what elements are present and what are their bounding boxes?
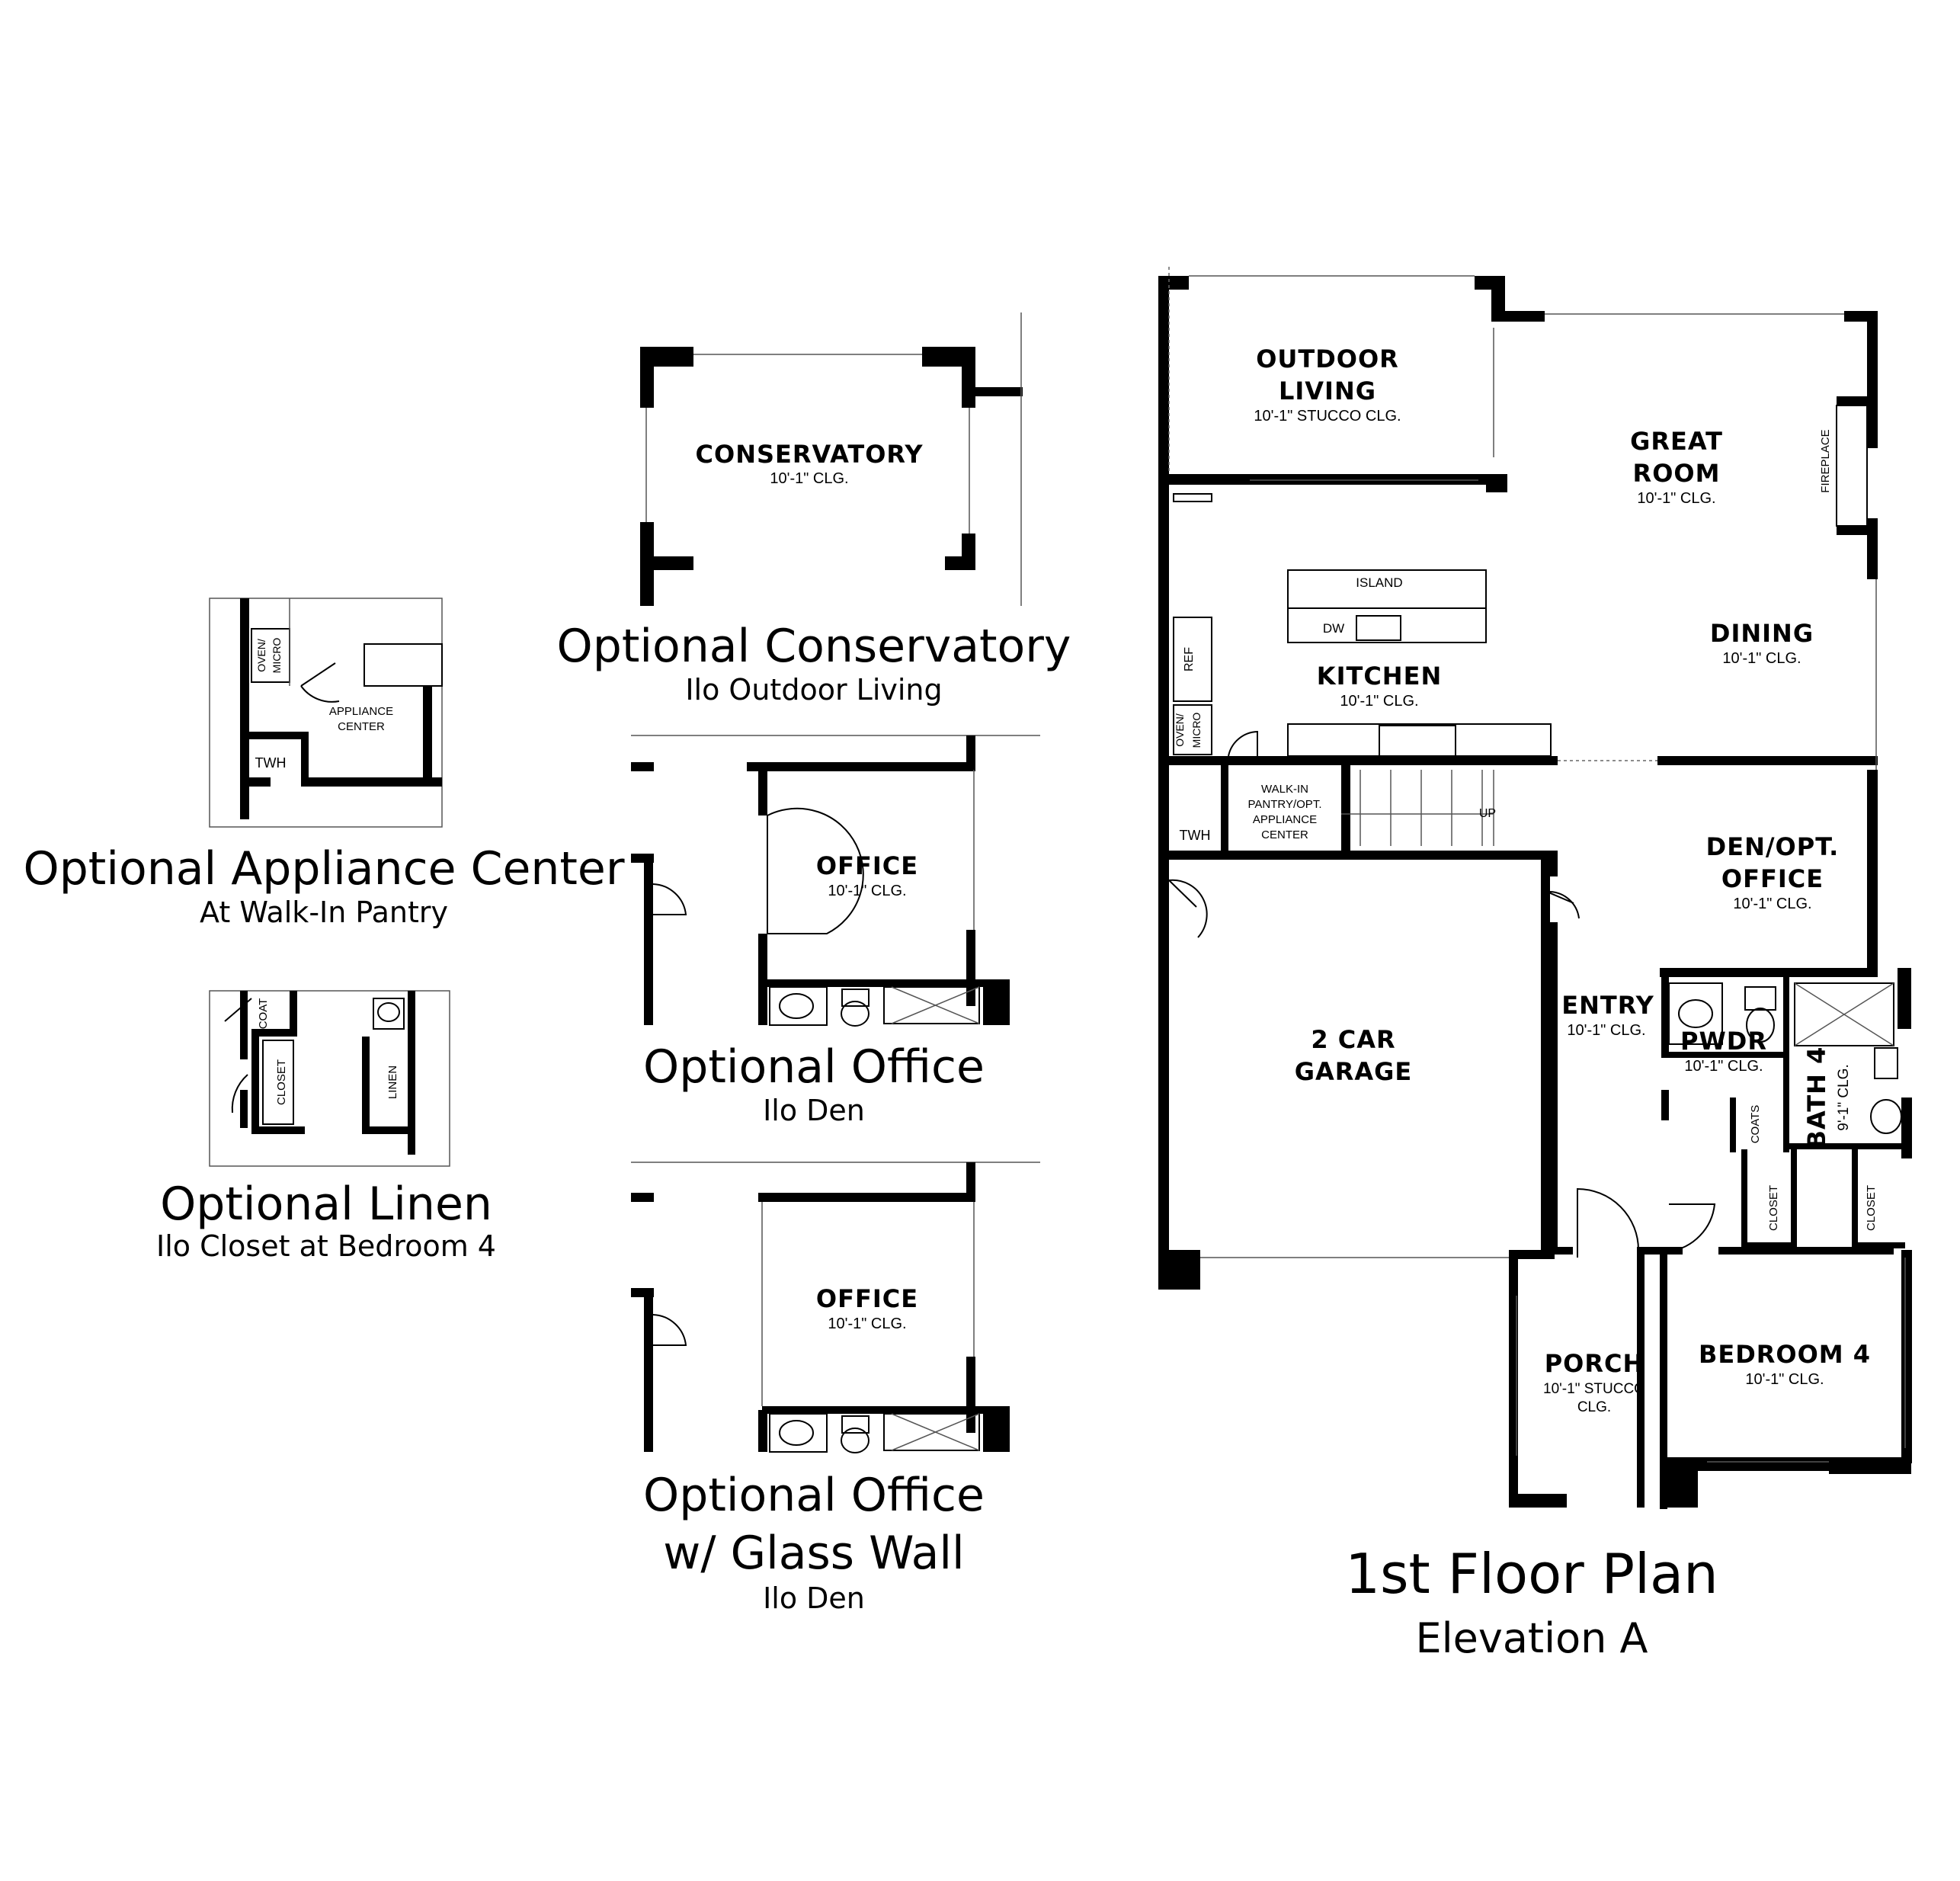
appliance-title: Optional Appliance Center — [23, 842, 624, 896]
pantry-label-4: CENTER — [1261, 828, 1308, 841]
office-glass-label: OFFICE — [816, 1284, 918, 1313]
entry-label: ENTRY — [1561, 991, 1654, 1020]
fireplace-label: FIREPLACE — [1819, 429, 1832, 492]
great-room-label-1: GREAT — [1630, 427, 1723, 456]
stair — [1341, 770, 1494, 846]
oven-label: OVEN/ — [1174, 713, 1186, 747]
conservatory-title: Optional Conservatory — [557, 620, 1071, 673]
linen-coat-label: COAT — [257, 998, 270, 1030]
office-clg: 10'-1" CLG. — [828, 883, 906, 899]
conservatory-subtitle: Ilo Outdoor Living — [685, 673, 942, 707]
den-label-1: DEN/OPT. — [1706, 832, 1840, 861]
appliance-twh-label: TWH — [255, 755, 287, 771]
office-glass-subtitle: Ilo Den — [763, 1581, 865, 1615]
great-room-clg: 10'-1" CLG. — [1637, 490, 1715, 507]
micro-label: MICRO — [1190, 713, 1203, 748]
office-label: OFFICE — [816, 851, 918, 880]
outdoor-living-clg: 10'-1" STUCCO CLG. — [1254, 408, 1401, 425]
kitchen-label: KITCHEN — [1317, 662, 1442, 691]
pwdr-clg: 10'-1" CLG. — [1684, 1058, 1763, 1075]
porch-clg-2: CLG. — [1577, 1399, 1611, 1415]
porch-label: PORCH — [1545, 1349, 1645, 1378]
garage-label-2: GARAGE — [1295, 1057, 1413, 1086]
outdoor-living-label-2: LIVING — [1279, 377, 1376, 405]
twh-label: TWH — [1180, 828, 1211, 843]
outdoor-living-label-1: OUTDOOR — [1256, 344, 1399, 373]
garage-label-1: 2 CAR — [1311, 1025, 1395, 1054]
office-subtitle: Ilo Den — [763, 1094, 865, 1127]
appliance-subtitle: At Walk-In Pantry — [200, 896, 448, 929]
main-plan-subtitle: Elevation A — [1416, 1614, 1648, 1662]
ref-label: REF — [1183, 647, 1196, 671]
dining-label: DINING — [1710, 619, 1814, 648]
linen-title: Optional Linen — [160, 1178, 492, 1231]
bedroom4-clg: 10'-1" CLG. — [1745, 1371, 1824, 1388]
dining-clg: 10'-1" CLG. — [1722, 650, 1801, 667]
bath4-label: BATH 4 — [1802, 1046, 1831, 1149]
option-linen: COAT CLOSET LINEN Optional Linen Ilo Clo… — [156, 990, 496, 1263]
office-glass-clg: 10'-1" CLG. — [828, 1315, 906, 1332]
main-plan-title: 1st Floor Plan — [1345, 1542, 1718, 1606]
main-floor-plan: OUTDOOR LIVING 10'-1" STUCCO CLG. GREAT … — [1158, 267, 1912, 1662]
option-conservatory: CONSERVATORY 10'-1" CLG. Optional Conser… — [557, 312, 1071, 707]
option-office: OFFICE 10'-1" CLG. Optional Office Ilo D… — [631, 735, 1040, 1127]
appliance-oven-label: OVEN/ — [255, 639, 267, 672]
linen-closet-label: CLOSET — [275, 1059, 288, 1105]
option-office-glass: OFFICE 10'-1" CLG. Optional Office w/ Gl… — [631, 1162, 1040, 1615]
linen-subtitle: Ilo Closet at Bedroom 4 — [156, 1229, 496, 1263]
pantry-label-1: WALK-IN — [1261, 783, 1308, 796]
coats-label: COATS — [1749, 1105, 1762, 1144]
pwdr-label: PWDR — [1680, 1027, 1767, 1056]
den-label-2: OFFICE — [1721, 864, 1824, 893]
bedroom4-label: BEDROOM 4 — [1699, 1340, 1871, 1369]
option-appliance-center: OVEN/ MICRO APPLIANCE CENTER TWH Optiona… — [23, 598, 625, 929]
appliance-center-label-2: CENTER — [338, 720, 385, 733]
pantry-label-3: APPLIANCE — [1253, 813, 1317, 826]
stair-up-label: UP — [1479, 807, 1496, 820]
office-glass-title-2: w/ Glass Wall — [663, 1527, 964, 1580]
conservatory-clg: 10'-1" CLG. — [770, 470, 848, 487]
den-clg: 10'-1" CLG. — [1733, 896, 1811, 912]
closet-b-label: CLOSET — [1865, 1185, 1878, 1231]
entry-clg: 10'-1" CLG. — [1567, 1022, 1645, 1039]
appliance-micro-label: MICRO — [271, 638, 283, 674]
bath4-clg: 9'-1" CLG. — [1836, 1064, 1852, 1130]
great-room-label-2: ROOM — [1633, 459, 1721, 488]
kitchen-clg: 10'-1" CLG. — [1340, 693, 1418, 710]
appliance-center-label-1: APPLIANCE — [329, 705, 393, 718]
porch-clg-1: 10'-1" STUCCO — [1543, 1381, 1645, 1397]
conservatory-label: CONSERVATORY — [696, 440, 924, 469]
closet-a-label: CLOSET — [1767, 1185, 1780, 1231]
island-label: ISLAND — [1356, 575, 1402, 590]
dw-label: DW — [1323, 621, 1344, 636]
office-title: Optional Office — [643, 1040, 985, 1094]
linen-linen-label: LINEN — [386, 1065, 399, 1099]
pantry-label-2: PANTRY/OPT. — [1248, 798, 1322, 811]
office-glass-title-1: Optional Office — [643, 1469, 985, 1522]
